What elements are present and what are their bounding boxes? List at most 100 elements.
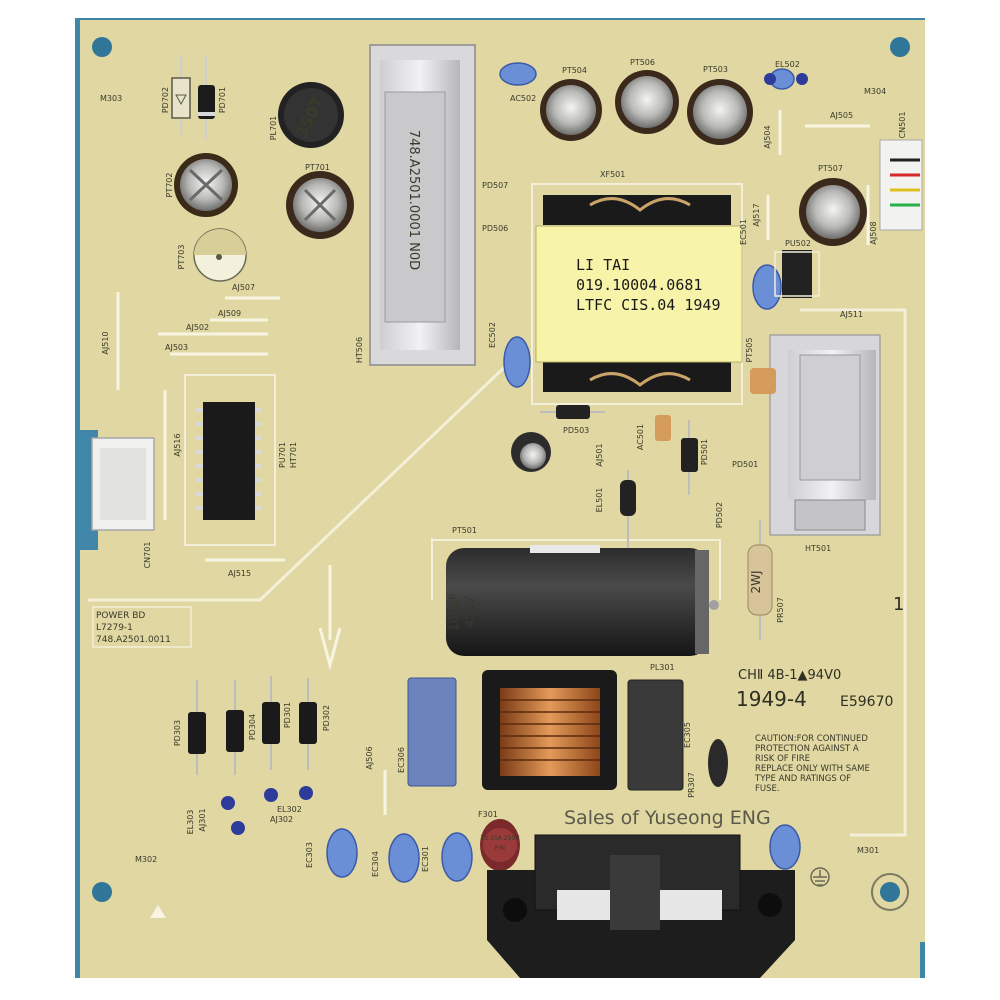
- diode-pd702: [171, 55, 191, 135]
- label-pt702: PT702: [165, 173, 174, 198]
- label-cn501: CN501: [898, 112, 907, 139]
- caution-line3: RISK OF FIRE: [755, 754, 810, 764]
- choke-pl301: [482, 670, 617, 790]
- label-aj302: AJ302: [270, 815, 293, 824]
- ceramic-cap-ac501: [655, 415, 671, 441]
- label-el502: EL502: [775, 60, 800, 69]
- label-aj509: AJ509: [218, 309, 241, 318]
- label-xf501: XF501: [600, 170, 625, 179]
- label-pl301: PL301: [650, 663, 675, 672]
- watermark: Sales of Yuseong ENG: [564, 807, 771, 829]
- diode-pd503: [540, 405, 605, 419]
- label-ac501: AC501: [636, 424, 645, 450]
- diodes-bottom-left: [188, 676, 317, 775]
- label-m302: M302: [135, 855, 157, 864]
- capacitor-pt504: [540, 79, 602, 141]
- label-ec303: EC303: [305, 842, 314, 868]
- board-title-line3: 748.A2501.0011: [96, 635, 171, 645]
- beads: [221, 73, 808, 835]
- x-capacitor-ec305: [627, 679, 684, 791]
- page-marker: 1: [893, 594, 904, 615]
- bulk-cap-value-1: 100μF: [447, 593, 461, 631]
- label-m301: M301: [857, 846, 879, 855]
- label-aj511: AJ511: [840, 310, 863, 319]
- transformer-label-line2: 019.10004.0681: [576, 276, 702, 294]
- board-title-line2: L7279-1: [96, 623, 133, 633]
- label-pr507: PR507: [776, 597, 785, 623]
- label-pd501: PD501: [700, 439, 709, 465]
- label-pt507: PT507: [818, 164, 843, 173]
- label-pr307: PR307: [687, 772, 696, 798]
- transformer-xf501: [531, 183, 743, 405]
- label-aj505: AJ505: [830, 111, 853, 120]
- bulk-cap-value-2: 450V: [463, 596, 477, 628]
- caution-line4: REPLACE ONLY WITH SAME: [755, 764, 870, 774]
- label-pd501b: PD501: [732, 460, 758, 469]
- isolation-line-left: [88, 358, 514, 602]
- heatsink-ht506: [369, 44, 476, 366]
- label-pt503: PT503: [703, 65, 728, 74]
- connector-cn501: [879, 139, 923, 231]
- bulk-cap-outline: [431, 538, 721, 600]
- fuse-print-1: T3.15A 250V: [480, 835, 520, 842]
- orientation-triangle: [150, 905, 166, 918]
- label-pl701: PL701: [269, 116, 278, 141]
- board-title-line1: POWER BD: [96, 611, 145, 621]
- caution-block: CAUTION:FOR CONTINUED PROTECTION AGAINST…: [754, 734, 870, 794]
- label-pu502: PU502: [785, 239, 811, 248]
- label-ec301: EC301: [421, 846, 430, 872]
- label-pt506: PT506: [630, 58, 655, 67]
- ul-mark: CHⅡ 4B-1▲94V0: [738, 668, 841, 683]
- diode-el501: [620, 470, 636, 550]
- label-pd702: PD702: [161, 87, 170, 113]
- capacitor-pt507: [799, 178, 867, 246]
- resistor-value: 2WJ: [749, 570, 763, 593]
- transformer-label: LI TAI 019.10004.0681 LTFC CIS.04 1949: [576, 256, 721, 314]
- label-ec501: EC501: [739, 219, 748, 245]
- label-pt701: PT701: [305, 163, 330, 172]
- label-ec306: EC306: [397, 747, 406, 773]
- fuse-f301: [480, 819, 520, 871]
- label-aj507: AJ507: [232, 283, 255, 292]
- ground-symbol: [810, 867, 830, 887]
- ceramic-cap-orange: [750, 368, 776, 394]
- label-pu701: PU701: [278, 442, 287, 468]
- mounting-holes: [92, 37, 910, 911]
- label-el303: EL303: [186, 810, 195, 835]
- capacitor-pt701: [286, 171, 354, 239]
- label-ht506: HT506: [355, 337, 364, 363]
- label-pd507: PD507: [482, 181, 508, 190]
- label-pd301: PD301: [283, 702, 292, 728]
- label-aj510: AJ510: [101, 331, 110, 354]
- label-ac502: AC502: [510, 94, 536, 103]
- capacitor-small-blue: [511, 432, 551, 472]
- label-cn701: CN701: [143, 542, 152, 569]
- label-pd303: PD303: [173, 720, 182, 746]
- label-pd304: PD304: [248, 714, 257, 740]
- label-aj506: AJ506: [365, 746, 374, 769]
- heatsink-print: 748.A2501.0001 N0D: [406, 130, 421, 270]
- ceramic-caps: [326, 62, 801, 883]
- caution-line2: PROTECTION AGAINST A: [755, 744, 859, 754]
- label-f301: F301: [478, 810, 498, 819]
- caution-line1: CAUTION:FOR CONTINUED: [755, 734, 868, 744]
- capacitor-pt506: [615, 70, 679, 134]
- label-m304: M304: [864, 87, 886, 96]
- transformer-label-line3: LTFC CIS.04 1949: [576, 296, 721, 314]
- diode-pd701: [198, 55, 215, 140]
- label-aj301: AJ301: [198, 808, 207, 831]
- label-m303: M303: [100, 94, 122, 103]
- resistor-pr507: [747, 520, 773, 640]
- label-pt504: PT504: [562, 66, 587, 75]
- diode-pd501: [681, 420, 698, 495]
- file-number: E59670: [840, 694, 893, 710]
- varistor-pr307: [708, 739, 728, 787]
- label-ht701: HT701: [289, 442, 298, 468]
- caution-line6: FUSE.: [755, 784, 780, 794]
- label-pd506: PD506: [482, 224, 508, 233]
- label-pd302: PD302: [322, 705, 331, 731]
- label-aj502: AJ502: [186, 323, 209, 332]
- ic-pu701: [184, 374, 276, 546]
- label-pd701: PD701: [218, 87, 227, 113]
